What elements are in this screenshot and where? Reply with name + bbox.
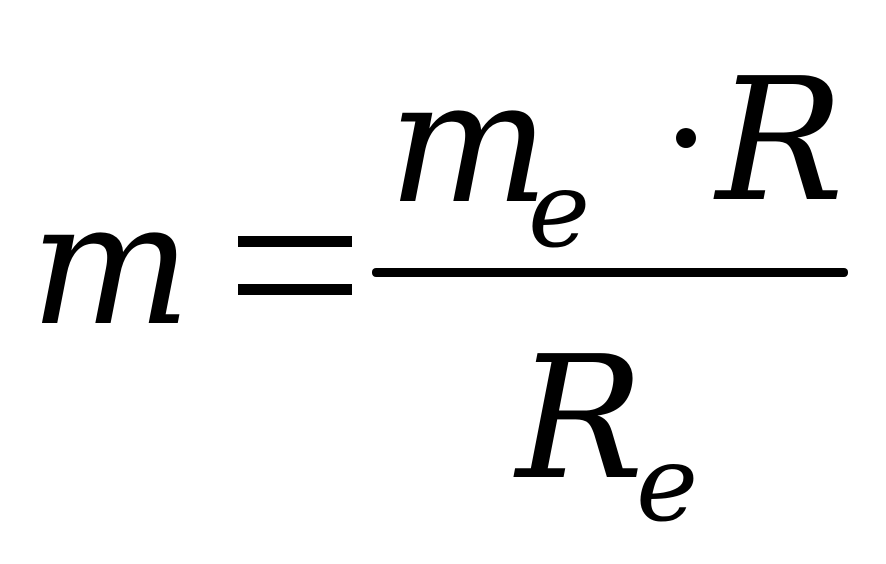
fraction-bar: [372, 268, 848, 277]
denominator-base: R: [516, 320, 644, 518]
equals-top-bar: [238, 236, 352, 247]
denominator-subscript: e: [636, 423, 699, 545]
numerator-factor: R: [716, 42, 844, 240]
numerator-subscript: e: [528, 149, 591, 271]
lhs-variable: m: [30, 166, 192, 364]
equals-bottom-bar: [238, 284, 352, 295]
numerator-base: m: [388, 44, 550, 242]
multiplication-dot: [676, 128, 696, 148]
